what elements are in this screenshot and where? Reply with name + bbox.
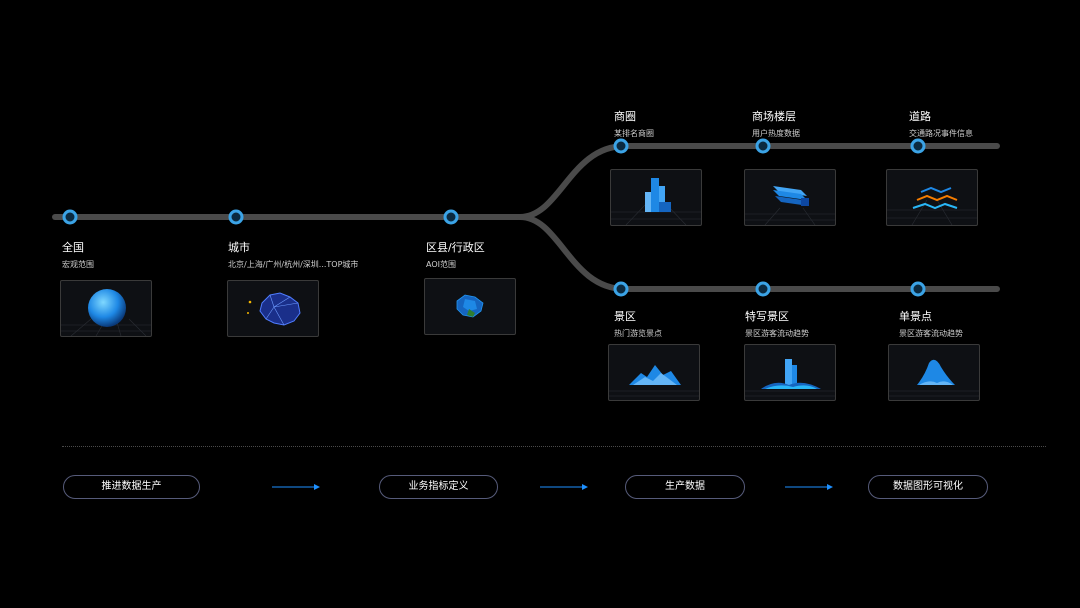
node-business-circle bbox=[613, 138, 629, 154]
arrow-right-icon bbox=[272, 484, 320, 490]
stage-mall-floor-label: 商场楼层 用户热度数据 bbox=[752, 110, 800, 140]
stage-business-circle-title: 商圈 bbox=[614, 110, 636, 123]
node-single-spot bbox=[910, 281, 926, 297]
lower-branch-line bbox=[517, 214, 1000, 292]
node-mall-floor bbox=[755, 138, 771, 154]
stage-road-label: 道路 交通路况事件信息 bbox=[909, 110, 973, 140]
stage-single-spot-subtitle: 景区游客流动趋势 bbox=[899, 329, 963, 338]
globe-icon bbox=[88, 289, 126, 327]
thumb-district-map bbox=[424, 278, 516, 335]
arrow-right-icon bbox=[785, 484, 833, 490]
stage-road-subtitle: 交通路况事件信息 bbox=[909, 129, 973, 138]
thumb-single-spot bbox=[888, 344, 980, 401]
buildings-icon bbox=[645, 178, 671, 212]
stage-business-circle-subtitle: 某排名商圈 bbox=[614, 129, 654, 138]
city-map-icon bbox=[259, 292, 301, 326]
thumb-mall-floor bbox=[744, 169, 836, 226]
peak-icon bbox=[917, 359, 955, 385]
thumb-city-map bbox=[227, 280, 319, 337]
thumb-scenic-area bbox=[608, 344, 700, 401]
stage-country-title: 全国 bbox=[62, 241, 84, 254]
floor-blocks-icon bbox=[773, 186, 809, 206]
thumb-featured-scenic bbox=[744, 344, 836, 401]
scenic-buildings-icon bbox=[785, 359, 797, 385]
section-divider bbox=[62, 446, 1046, 447]
node-district bbox=[443, 209, 459, 225]
stage-featured-scenic-label: 特写景区 景区游客流动趋势 bbox=[745, 310, 809, 340]
thumb-globe bbox=[60, 280, 152, 337]
stage-scenic-area-label: 景区 热门游览景点 bbox=[614, 310, 662, 340]
stage-single-spot-label: 单景点 景区游客流动趋势 bbox=[899, 310, 963, 340]
node-featured-scenic bbox=[755, 281, 771, 297]
stage-city-subtitle: 北京/上海/广州/杭州/深圳...TOP城市 bbox=[228, 260, 359, 269]
arrow-right-icon bbox=[540, 484, 588, 490]
node-scenic-area bbox=[613, 281, 629, 297]
stage-road-title: 道路 bbox=[909, 110, 931, 123]
stage-district-title: 区县/行政区 bbox=[426, 241, 485, 254]
stage-mall-floor-subtitle: 用户热度数据 bbox=[752, 129, 800, 138]
stage-scenic-area-title: 景区 bbox=[614, 310, 636, 323]
stage-country-label: 全国 宏观范围 bbox=[62, 241, 94, 271]
stage-mall-floor-title: 商场楼层 bbox=[752, 110, 796, 123]
stage-single-spot-title: 单景点 bbox=[899, 310, 932, 323]
stage-business-circle-label: 商圈 某排名商圈 bbox=[614, 110, 654, 140]
thumb-road bbox=[886, 169, 978, 226]
stage-featured-scenic-subtitle: 景区游客流动趋势 bbox=[745, 329, 809, 338]
thumb-business-circle bbox=[610, 169, 702, 226]
traffic-lines-icon bbox=[912, 186, 958, 210]
node-city bbox=[228, 209, 244, 225]
stage-city-label: 城市 北京/上海/广州/杭州/深圳...TOP城市 bbox=[228, 241, 358, 271]
stage-district-label: 区县/行政区 AOI范围 bbox=[426, 241, 485, 271]
process-step-1: 推进数据生产 bbox=[63, 475, 200, 499]
stage-country-subtitle: 宏观范围 bbox=[62, 260, 94, 269]
node-country bbox=[62, 209, 78, 225]
process-step-2: 业务指标定义 bbox=[379, 475, 498, 499]
process-step-4: 数据图形可视化 bbox=[868, 475, 988, 499]
stage-featured-scenic-title: 特写景区 bbox=[745, 310, 789, 323]
process-step-3: 生产数据 bbox=[625, 475, 745, 499]
node-road bbox=[910, 138, 926, 154]
stage-city-title: 城市 bbox=[228, 241, 250, 254]
stage-district-subtitle: AOI范围 bbox=[426, 260, 456, 269]
stage-scenic-area-subtitle: 热门游览景点 bbox=[614, 329, 662, 338]
